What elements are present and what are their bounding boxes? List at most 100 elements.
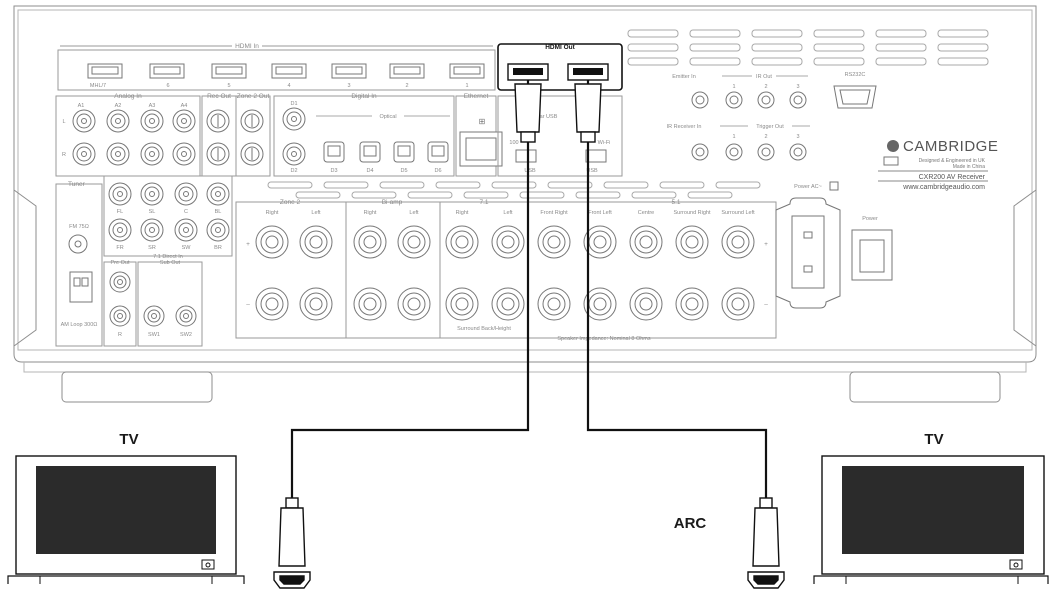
usb-section: Rear USB Wi-Fi USB USB	[497, 95, 623, 177]
spk-col-11: Surround Left	[721, 210, 755, 216]
tv-right-screen	[842, 466, 1024, 554]
digital-d1: D1	[290, 101, 297, 107]
rec-out-title: Rec Out	[207, 93, 231, 100]
pre-out-title: Pre Out	[111, 260, 130, 266]
ethernet-section: Ethernet ⊞ 100	[455, 93, 519, 177]
hdmi-in-label-6: 2	[405, 83, 408, 89]
hdmi-in-label-4: 4	[287, 83, 290, 89]
receiver-foot-left	[61, 371, 213, 403]
uk-flag-icon	[883, 156, 899, 166]
direct-br: BR	[214, 245, 222, 251]
cambridge-logo-icon	[887, 140, 899, 152]
digital-d4: D4	[366, 168, 373, 174]
hdmi-cables	[290, 80, 768, 502]
sub-sw1: SW1	[148, 332, 160, 338]
rec-zone2-out-section: Rec Out Zone 2 Out	[201, 93, 271, 177]
spk-col-8: Front Left	[588, 210, 612, 216]
analog-col-a2: A2	[115, 103, 122, 109]
ir-out-2: 2	[764, 84, 767, 90]
double-insulation-icon	[829, 181, 839, 191]
control-ports-section: Emitter In IR Out 1 2 3 IR Receiver In T…	[667, 72, 877, 161]
spk-col-1: Right	[266, 210, 279, 216]
ac-inlet[interactable]	[791, 215, 825, 289]
sub-sw2: SW2	[180, 332, 192, 338]
digital-in-title: Digital In	[351, 93, 377, 100]
direct-fr: FR	[116, 245, 123, 251]
am-label: AM Loop 300Ω	[61, 322, 98, 328]
analog-col-a4: A4	[181, 103, 188, 109]
zone2-out-title: Zone 2 Out	[237, 93, 270, 100]
direct-bl: BL	[215, 209, 222, 215]
usb-label-2: USB	[586, 168, 598, 174]
spk-col-5: Right	[456, 210, 469, 216]
wifi-label: Wi-Fi	[598, 140, 611, 146]
brand-line2: Made in China	[953, 164, 985, 170]
plus-left: +	[246, 241, 250, 248]
plus-right: +	[764, 241, 768, 248]
hdmi-out-title: HDMI Out	[545, 44, 575, 51]
spk-col-9: Centre	[638, 210, 655, 216]
direct-in-title: 7.1 Direct In	[153, 254, 183, 260]
minus-left: –	[246, 301, 250, 308]
trigger-1: 1	[732, 134, 735, 140]
ir-out-title: IR Out	[756, 74, 772, 80]
spk-col-7: Front Right	[540, 210, 568, 216]
direct-in-section: 7.1 Direct In FL SL C BL FR SR SW BR	[103, 175, 233, 260]
analog-row-r: R	[62, 152, 66, 158]
hdmi-in-title: HDMI In	[235, 43, 259, 50]
rs232-label: RS232C	[845, 72, 866, 78]
fm-label: FM 75Ω	[69, 224, 89, 230]
spk-col-4: Left	[409, 210, 419, 216]
digital-in-section: Digital In Optical D1 D2 D3 D4 D5 D6	[273, 93, 455, 177]
direct-fl: FL	[117, 209, 123, 215]
analog-row-l: L	[62, 119, 65, 125]
zone2-title: Zone 2	[280, 199, 301, 206]
digital-d5: D5	[400, 168, 407, 174]
sub-out-title: Sub Out	[160, 260, 181, 266]
tuner-section: Tuner FM 75Ω AM Loop 300Ω	[55, 181, 103, 347]
tv-left: TV	[7, 431, 245, 584]
usb-label-1: USB	[524, 168, 536, 174]
ethernet-title: Ethernet	[464, 93, 489, 100]
hdmi-in-ports	[87, 63, 485, 79]
ethernet-speed: 100	[509, 140, 518, 146]
impedance-label: Speaker Impedance: Nominal 8 Ohms	[557, 336, 650, 342]
spk-col-3: Right	[364, 210, 377, 216]
rca-jacks	[72, 109, 196, 166]
power-label: Power	[862, 216, 878, 222]
brand-model: CXR200 AV Receiver	[919, 174, 986, 181]
pre-out-r: R	[118, 332, 122, 338]
spk-col-6: Left	[503, 210, 513, 216]
direct-c: C	[184, 209, 188, 215]
tv-right: TV	[813, 431, 1049, 584]
spk-col-10: Surround Right	[674, 210, 711, 216]
trigger-out-title: Trigger Out	[756, 124, 784, 130]
tv-left-power-icon[interactable]	[201, 559, 215, 570]
direct-sr: SR	[148, 245, 156, 251]
tv-left-label: TV	[119, 431, 138, 448]
arc-label: ARC	[674, 515, 707, 532]
pre-sub-out-section: Pre Out Sub Out R SW1 SW2	[103, 260, 203, 347]
trigger-2: 2	[764, 134, 767, 140]
tv-right-power-icon[interactable]	[1009, 559, 1023, 570]
analog-col-a3: A3	[149, 103, 156, 109]
surround-back-label: Surround Back/Height	[457, 326, 511, 332]
rear-usb-label: Rear USB	[533, 114, 558, 120]
analog-col-a1: A1	[78, 103, 85, 109]
receiver-foot-right	[849, 371, 1001, 403]
digital-d2: D2	[290, 168, 297, 174]
network-icon: ⊞	[479, 117, 486, 126]
hdmi-in-label-3: 5	[227, 83, 230, 89]
power-section: Power AC~ Power	[775, 181, 893, 309]
analog-in-section: Analog In A1 A2 A3 A4 L R	[55, 93, 201, 177]
brand-name: CAMBRIDGE	[903, 138, 998, 155]
digital-d3: D3	[330, 168, 337, 174]
tuner-title: Tuner	[68, 181, 86, 188]
hdmi-in-label-7: 1	[465, 83, 468, 89]
brand-line1: Designed & Engineered in UK	[919, 158, 986, 164]
tv-right-label: TV	[924, 431, 943, 448]
trigger-3: 3	[796, 134, 799, 140]
ir-out-3: 3	[796, 84, 799, 90]
power-ac-label: Power AC~	[794, 184, 822, 190]
